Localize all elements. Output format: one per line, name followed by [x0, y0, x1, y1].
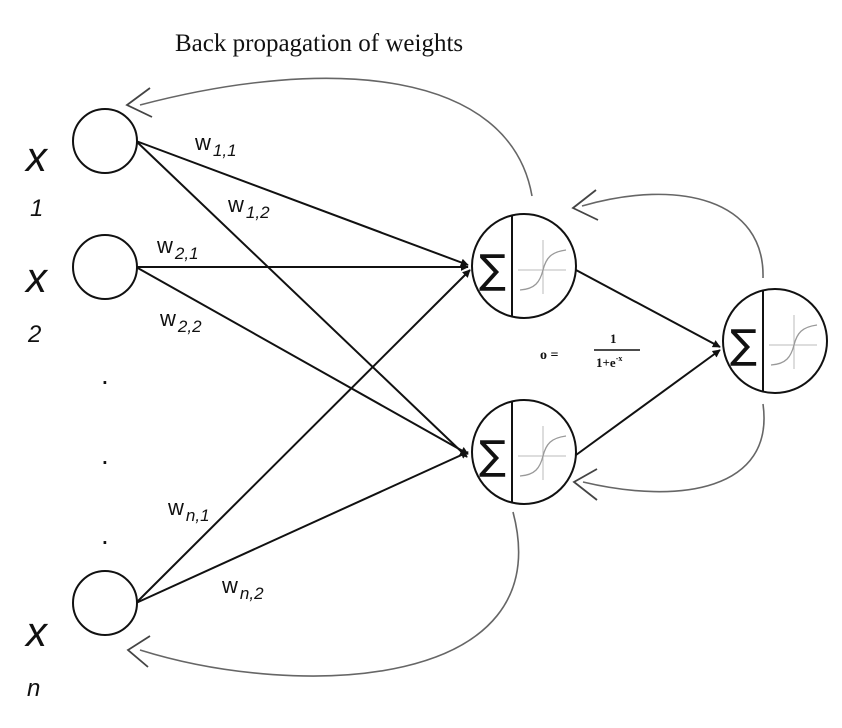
edge-h1-out — [575, 269, 721, 348]
input-sub-n: n — [27, 675, 40, 702]
input-var-n: x — [24, 608, 49, 655]
backprop-curve-right-top — [581, 193, 764, 279]
backprop-arrowhead-top — [125, 87, 153, 118]
formula-lhs: o = — [540, 348, 559, 363]
input-node-2 — [72, 234, 138, 300]
output-neuron-sigmoid-icon — [769, 315, 818, 369]
input-var-2: x — [24, 254, 49, 301]
backprop-arrowhead-right-top — [571, 189, 599, 221]
input-node-1 — [72, 108, 138, 174]
output-neuron-sum-symbol: ∑ — [730, 322, 757, 368]
backprop-curve-top — [139, 77, 533, 197]
backprop-arrows — [125, 77, 765, 677]
input-node-n — [72, 570, 138, 636]
hidden-neuron-1-circle — [471, 213, 577, 319]
output-neuron: ∑ — [722, 288, 828, 394]
hidden-neuron-1-sum-symbol: ∑ — [479, 247, 506, 293]
backprop-arrowhead-right-bottom — [572, 468, 598, 501]
input-sub-1: 1 — [30, 195, 43, 222]
hidden-neuron-2-circle — [471, 399, 577, 505]
activation-formula: o = 1 1+e-x — [540, 331, 640, 370]
edge-xn-h2 — [135, 451, 469, 604]
edge-h2-out — [575, 349, 721, 456]
edge-x1-h1 — [135, 140, 469, 267]
ellipsis-dot-2: . — [101, 439, 109, 470]
hidden-neuron-1-sigmoid-icon — [518, 240, 567, 294]
input-var-1: x — [24, 133, 49, 180]
backprop-arrowhead-bottom — [126, 635, 151, 668]
ellipsis-dot-3: . — [101, 519, 109, 550]
output-neuron-circle — [722, 288, 828, 394]
edge-xn-h1 — [135, 269, 471, 604]
hidden-neuron-2-sigmoid-icon — [518, 426, 567, 480]
edge-x2-h2 — [135, 266, 469, 455]
hidden-neuron-2: ∑ — [471, 399, 577, 505]
hidden-neuron-2-sum-symbol: ∑ — [479, 433, 506, 479]
diagram-title: Back propagation of weights — [175, 30, 463, 57]
backprop-curve-bottom — [139, 511, 520, 677]
forward-edges — [135, 140, 721, 604]
input-layer: x 1 x 2 x n . . . — [24, 108, 138, 702]
formula-denominator: 1+e-x — [596, 354, 622, 370]
backprop-curve-right-bottom — [582, 403, 765, 493]
ellipsis-dot-1: . — [101, 359, 109, 390]
formula-numerator: 1 — [610, 331, 617, 346]
edge-x1-h2 — [135, 140, 468, 458]
input-sub-2: 2 — [27, 321, 41, 348]
hidden-neuron-1: ∑ — [471, 213, 577, 319]
